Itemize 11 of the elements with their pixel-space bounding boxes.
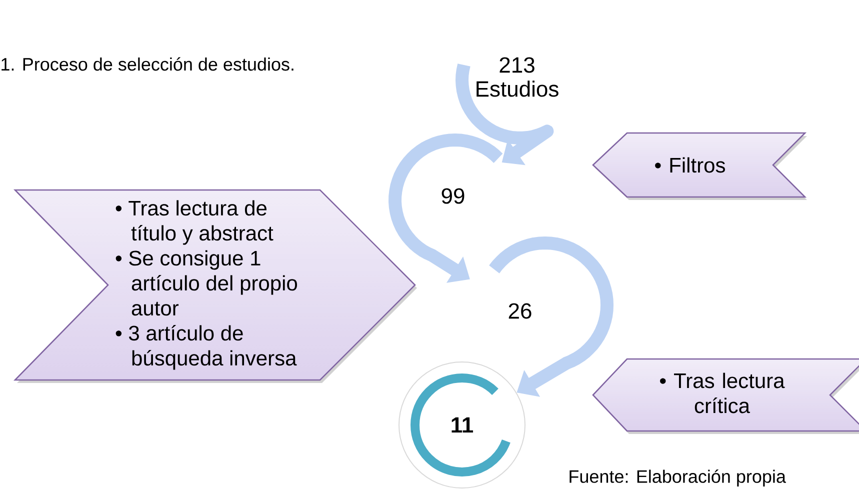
chevron-box: • Tras lectura de título y abstract • Se consigue 1 artículo del propio autor • 3 artículo de búsqueda inversa bbox=[13, 189, 417, 383]
chevron-box: • Filtros bbox=[592, 132, 807, 200]
result-ring: 11 bbox=[398, 362, 526, 488]
step-count: 26 bbox=[508, 303, 532, 319]
curved-arrow bbox=[456, 64, 554, 166]
title: 1. Proceso de selección de estudios. bbox=[2, 57, 294, 71]
curved-arrow bbox=[489, 236, 614, 397]
step-count: 213 Estudios bbox=[476, 57, 558, 97]
chevron-box: • Tras lectura crítica bbox=[592, 358, 859, 434]
step-count: 99 bbox=[442, 188, 464, 204]
source-note: Fuente: Elaboración propia bbox=[570, 470, 786, 486]
